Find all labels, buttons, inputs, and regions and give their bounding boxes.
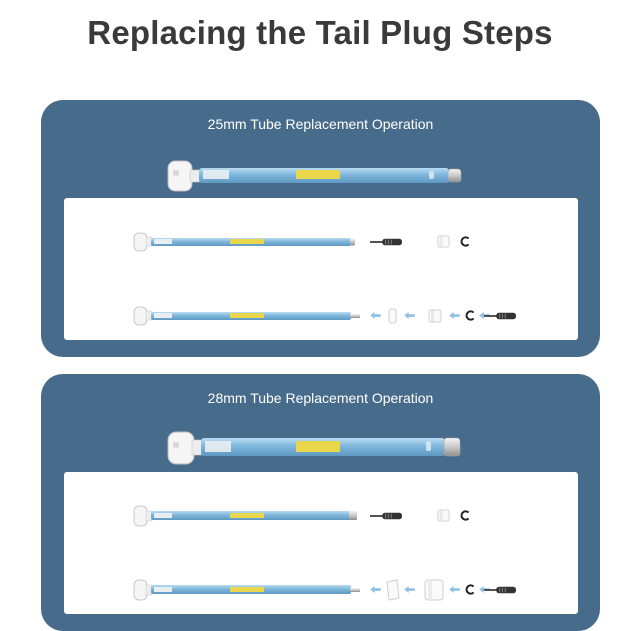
section-title-28mm: 28mm Tube Replacement Operation (207, 390, 434, 406)
section-title-25mm: 25mm Tube Replacement Operation (207, 116, 434, 132)
arrow-left-icon (449, 312, 460, 319)
screwdriver-icon (370, 512, 402, 520)
panel-28mm: 28mm Tube Replacement Operation (41, 374, 600, 631)
circlip-icon (465, 310, 474, 321)
circlip-icon (460, 236, 469, 247)
page-title: Replacing the Tail Plug Steps (87, 14, 553, 51)
tail-plug-icon (428, 309, 442, 323)
arrow-left-icon (449, 586, 460, 593)
circlip-icon (460, 510, 469, 521)
tail-plug-icon (437, 235, 450, 248)
arrow-left-icon (404, 312, 415, 319)
step-1-remove-25mm (133, 232, 469, 252)
screwdriver-icon (484, 586, 516, 594)
arrow-left-icon (404, 586, 415, 593)
steps-card-25mm (64, 198, 578, 340)
screwdriver-icon (484, 312, 516, 320)
screwdriver-icon (370, 238, 402, 246)
motor-tube-hero-28mm (167, 431, 461, 465)
step-1-remove-28mm (133, 505, 469, 527)
arrow-left-icon (370, 586, 381, 593)
step-2-install-28mm (133, 579, 516, 601)
tail-plug-icon (437, 509, 450, 522)
motor-tube-hero-25mm (167, 160, 462, 192)
arrow-left-icon (370, 312, 381, 319)
circlip-icon (465, 584, 474, 595)
step-2-install-25mm (133, 306, 516, 326)
steps-card-28mm (64, 472, 578, 614)
panel-25mm: 25mm Tube Replacement Operation (41, 100, 600, 357)
